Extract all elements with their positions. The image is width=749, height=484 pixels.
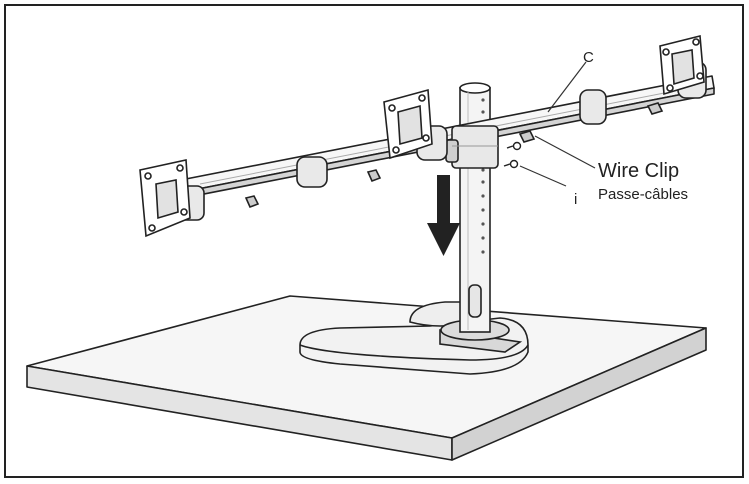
vesa-plate-right <box>659 34 705 96</box>
down-arrow-icon <box>427 175 460 256</box>
desk <box>26 295 707 461</box>
pole-clamp <box>445 125 499 169</box>
label-part-c: C <box>583 49 594 66</box>
joint-center-right <box>579 89 607 125</box>
vesa-plate-center <box>383 88 433 160</box>
vesa-plates <box>139 34 705 238</box>
leader-lines <box>519 61 596 187</box>
screw-upper <box>512 141 522 151</box>
desk-side-edge <box>451 327 707 461</box>
label-wire-clip-fr: Passe-câbles <box>598 186 688 203</box>
vesa-plate-left <box>139 159 191 238</box>
screws <box>503 141 522 169</box>
leader-i <box>519 165 567 187</box>
label-wire-clip-en: Wire Clip <box>598 160 679 182</box>
label-part-i: i <box>574 191 577 208</box>
leader-c <box>547 61 587 113</box>
screw-lower <box>509 159 519 169</box>
joint-left-mid <box>296 156 328 188</box>
leader-wire-clip <box>534 135 596 169</box>
